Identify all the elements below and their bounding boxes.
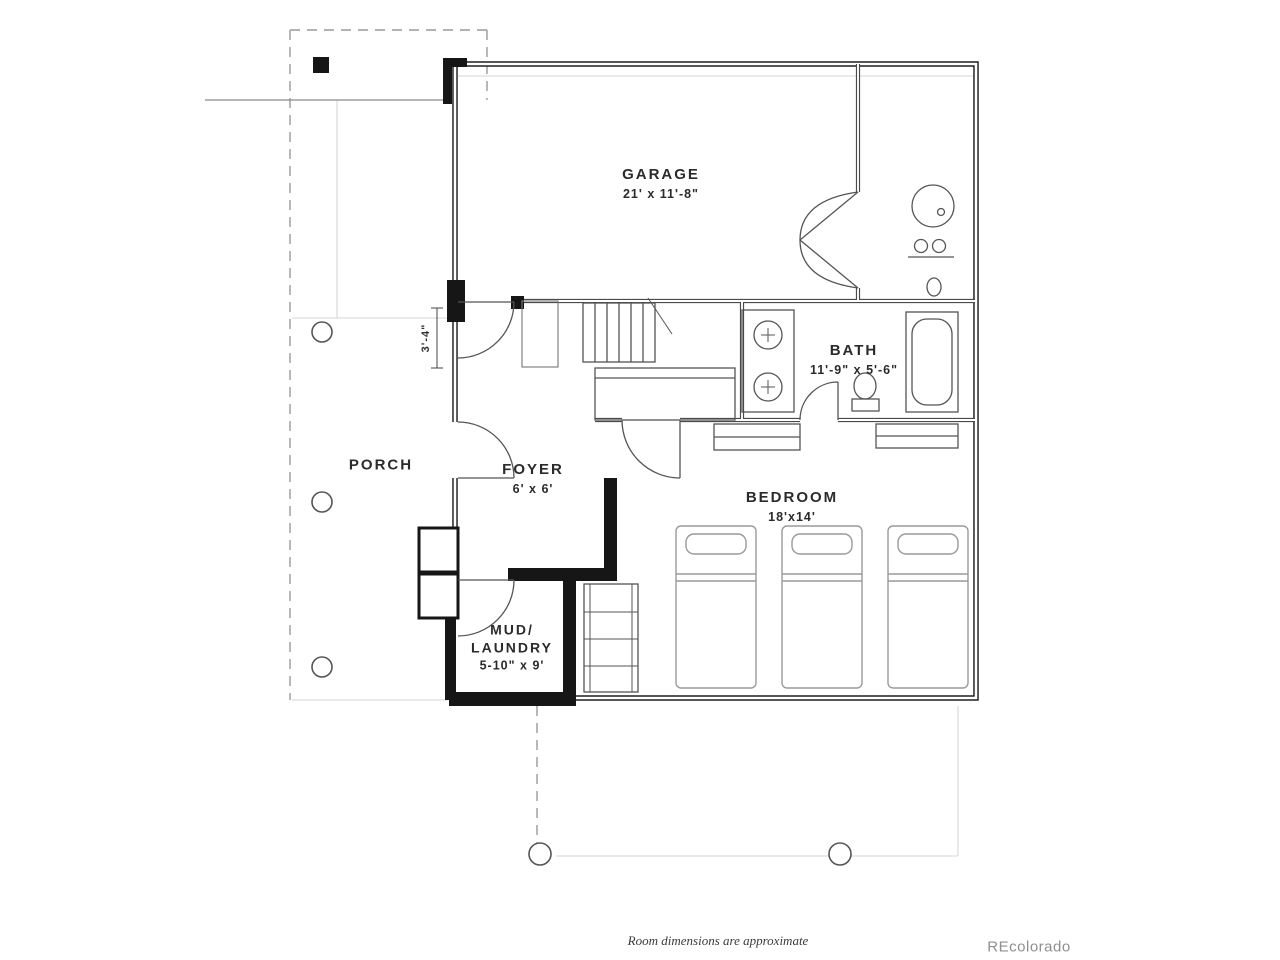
linen-shelves [583,583,639,693]
garage-dims: 21' x 11'-8" [622,186,699,201]
toilet-tank [851,398,880,412]
toilet-bowl [853,372,877,400]
bed-2 [781,525,863,689]
mudroom-door [457,579,515,637]
mechanical-double-doors [799,191,859,289]
sink-left-top [753,320,783,350]
bed-3 [887,525,969,689]
vanity [741,309,795,413]
dashed-property-lines [289,29,538,846]
interior-walls [520,64,975,423]
water-heater [911,184,955,228]
foyer-label: FOYER 6' x 6' [502,461,564,497]
doors [457,191,859,637]
post-5 [828,842,852,866]
porch-name: PORCH [348,456,414,474]
entry-width-dimension: 3'-4" [420,323,432,353]
mud-laundry-label: MUD/ LAUNDRY 5-10" x 9' [471,622,553,675]
dimension-mark [431,307,443,369]
watermark: REcolorado [987,938,1071,956]
fixtures [583,184,959,693]
entry-lockers [417,526,460,620]
mud-laundry-name-line2: LAUNDRY [471,639,553,656]
sink-left-bottom [753,372,783,402]
hall-closet [594,367,736,421]
mud-laundry-name-line1: MUD/ [490,621,534,638]
bath-dims: 11'-9" x 5'-6" [809,362,899,377]
faint-lines [292,75,974,857]
post-2 [311,491,333,513]
exterior-walls [452,61,979,701]
post-4 [528,842,552,866]
solid-wall-segments [313,57,617,706]
beds [675,525,969,689]
bedroom-dims: 18'x14' [768,509,816,524]
garage-name: GARAGE [622,165,700,183]
water-heater-valve [936,207,946,217]
bathtub-basin [911,318,953,406]
foyer-dims: 6' x 6' [512,481,554,496]
bathtub [905,311,959,413]
post-3 [311,656,333,678]
bath-door [799,381,839,421]
front-door [457,421,515,479]
mud-laundry-dims: 5-10" x 9' [479,658,545,673]
footer-note: Room dimensions are approximate [627,933,809,948]
washer-icon [913,238,929,254]
bedroom-name: BEDROOM [745,488,839,506]
sink-crosses [761,328,775,394]
garage-label: GARAGE 21' x 11'-8" [622,166,700,202]
bath-name: BATH [829,341,879,359]
bedroom-label: BEDROOM 18'x14' [746,489,838,525]
foyer-name: FOYER [502,460,564,478]
stairs [582,297,673,363]
porch-label: PORCH [349,457,413,476]
dryer-icon [931,238,947,254]
bed-1 [675,525,757,689]
linen-shelf-lines [584,584,638,692]
bedroom-door [621,419,681,479]
post-1 [311,321,333,343]
garage-entry-door [457,301,515,359]
coat-closet [521,300,559,368]
porch-posts [311,321,852,866]
bath-label: BATH 11'-9" x 5'-6" [810,342,898,378]
utility-sink [926,277,942,297]
